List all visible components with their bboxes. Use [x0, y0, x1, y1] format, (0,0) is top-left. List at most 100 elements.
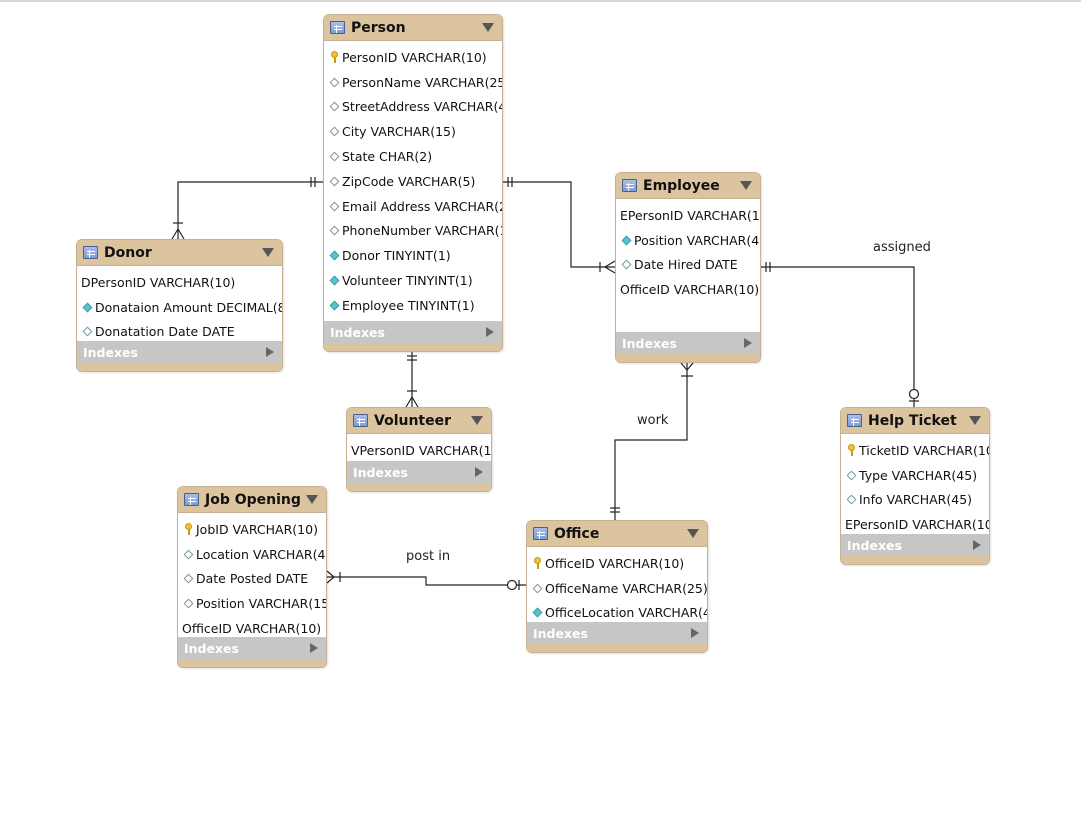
column-label: Position VARCHAR(15) — [196, 596, 327, 612]
collapse-toggle-icon[interactable] — [687, 529, 699, 538]
indexes-label: Indexes — [622, 335, 677, 351]
column-row[interactable]: Position VARCHAR(45) — [616, 228, 760, 253]
entity-title: Job Opening — [205, 491, 301, 508]
column-label: State CHAR(2) — [342, 149, 433, 165]
diamond-open-icon — [182, 597, 195, 610]
rel-person-donor[interactable] — [171, 177, 323, 240]
column-row[interactable]: Date Hired DATE — [616, 253, 760, 278]
entity-title: Employee — [643, 177, 720, 194]
key-icon — [182, 523, 195, 536]
rel-office-jobopening[interactable] — [326, 570, 526, 591]
column-row[interactable]: DPersonID VARCHAR(10) — [77, 270, 282, 295]
entity-header[interactable]: Donor — [77, 240, 282, 266]
key-icon — [328, 51, 341, 64]
expand-arrow-icon[interactable] — [310, 643, 318, 653]
collapse-toggle-icon[interactable] — [482, 23, 494, 32]
entity-title: Person — [351, 19, 406, 36]
column-row[interactable]: OfficeID VARCHAR(10) — [178, 616, 326, 641]
column-label: Info VARCHAR(45) — [859, 492, 973, 508]
column-row[interactable]: Employee TINYINT(1) — [324, 293, 502, 318]
entity-header[interactable]: Help Ticket — [841, 408, 989, 434]
entity-header[interactable]: Office — [527, 521, 707, 547]
diamond-open-icon — [845, 493, 858, 506]
column-row[interactable]: EPersonID VARCHAR(10) — [616, 203, 760, 228]
entity-title: Volunteer — [374, 412, 452, 429]
column-row[interactable]: Donatation Date DATE — [77, 320, 282, 345]
expand-arrow-icon[interactable] — [475, 467, 483, 477]
indexes-section[interactable]: Indexes — [347, 461, 491, 483]
column-row[interactable]: VPersonID VARCHAR(10) — [347, 438, 491, 463]
column-row[interactable]: StreetAddress VARCHAR(45) — [324, 95, 502, 120]
column-row[interactable]: Location VARCHAR(45) — [178, 542, 326, 567]
key-icon — [845, 444, 858, 457]
entity-header[interactable]: Volunteer — [347, 408, 491, 434]
collapse-toggle-icon[interactable] — [306, 495, 318, 504]
expand-arrow-icon[interactable] — [486, 327, 494, 337]
collapse-toggle-icon[interactable] — [740, 181, 752, 190]
column-row[interactable]: Donataion Amount DECIMAL(8,2) — [77, 295, 282, 320]
expand-arrow-icon[interactable] — [744, 338, 752, 348]
entity-footer-bar — [324, 343, 502, 351]
column-label: OfficeID VARCHAR(10) — [182, 621, 322, 637]
diamond-filled-icon — [328, 299, 341, 312]
column-row[interactable]: Email Address VARCHAR(20) — [324, 194, 502, 219]
table-icon — [353, 414, 368, 427]
column-row[interactable]: OfficeID VARCHAR(10) — [616, 277, 760, 302]
entity-title: Help Ticket — [868, 412, 957, 429]
column-row[interactable]: PhoneNumber VARCHAR(10) — [324, 219, 502, 244]
column-row[interactable]: OfficeID VARCHAR(10) — [527, 551, 707, 576]
column-row[interactable]: OfficeLocation VARCHAR(45) — [527, 601, 707, 626]
indexes-label: Indexes — [533, 625, 588, 641]
table-icon — [847, 414, 862, 427]
column-row[interactable]: PersonName VARCHAR(25) — [324, 70, 502, 95]
collapse-toggle-icon[interactable] — [969, 416, 981, 425]
rel-person-employee[interactable] — [503, 177, 616, 274]
diamond-filled-icon — [531, 606, 544, 619]
column-row[interactable]: Type VARCHAR(45) — [841, 463, 989, 488]
indexes-label: Indexes — [330, 324, 385, 340]
relationship-label-assigned: assigned — [873, 240, 931, 255]
diamond-open-icon — [81, 325, 94, 338]
indexes-section[interactable]: Indexes — [77, 341, 282, 363]
column-row[interactable]: City VARCHAR(15) — [324, 119, 502, 144]
rel-person-volunteer[interactable] — [405, 351, 419, 408]
diamond-open-icon — [328, 200, 341, 213]
column-row[interactable]: PersonID VARCHAR(10) — [324, 45, 502, 70]
entity-header[interactable]: Job Opening — [178, 487, 326, 513]
indexes-section[interactable]: Indexes — [178, 637, 326, 659]
indexes-section[interactable]: Indexes — [527, 622, 707, 644]
diamond-open-icon — [328, 175, 341, 188]
rel-employee-helpticket[interactable] — [761, 262, 920, 407]
expand-arrow-icon[interactable] — [691, 628, 699, 638]
collapse-toggle-icon[interactable] — [262, 248, 274, 257]
column-row[interactable]: JobID VARCHAR(10) — [178, 517, 326, 542]
expand-arrow-icon[interactable] — [973, 540, 981, 550]
indexes-section[interactable]: Indexes — [616, 332, 760, 354]
column-row[interactable]: Position VARCHAR(15) — [178, 591, 326, 616]
column-row[interactable]: Info VARCHAR(45) — [841, 488, 989, 513]
column-row[interactable]: Donor TINYINT(1) — [324, 243, 502, 268]
column-row[interactable]: TicketID VARCHAR(10) — [841, 438, 989, 463]
column-list: EPersonID VARCHAR(10) Position VARCHAR(45… — [616, 199, 760, 302]
indexes-section[interactable]: Indexes — [841, 534, 989, 556]
column-row[interactable]: Volunteer TINYINT(1) — [324, 268, 502, 293]
column-row[interactable]: EPersonID VARCHAR(10) — [841, 512, 989, 537]
entity-header[interactable]: Person — [324, 15, 502, 41]
collapse-toggle-icon[interactable] — [471, 416, 483, 425]
expand-arrow-icon[interactable] — [266, 347, 274, 357]
column-row[interactable]: ZipCode VARCHAR(5) — [324, 169, 502, 194]
column-row[interactable]: Date Posted DATE — [178, 567, 326, 592]
rel-office-employee[interactable] — [610, 362, 694, 520]
entity-header[interactable]: Employee — [616, 173, 760, 199]
column-label: EPersonID VARCHAR(10) — [620, 207, 761, 223]
column-row[interactable]: State CHAR(2) — [324, 144, 502, 169]
column-row[interactable]: OfficeName VARCHAR(25) — [527, 576, 707, 601]
indexes-section[interactable]: Indexes — [324, 321, 502, 343]
